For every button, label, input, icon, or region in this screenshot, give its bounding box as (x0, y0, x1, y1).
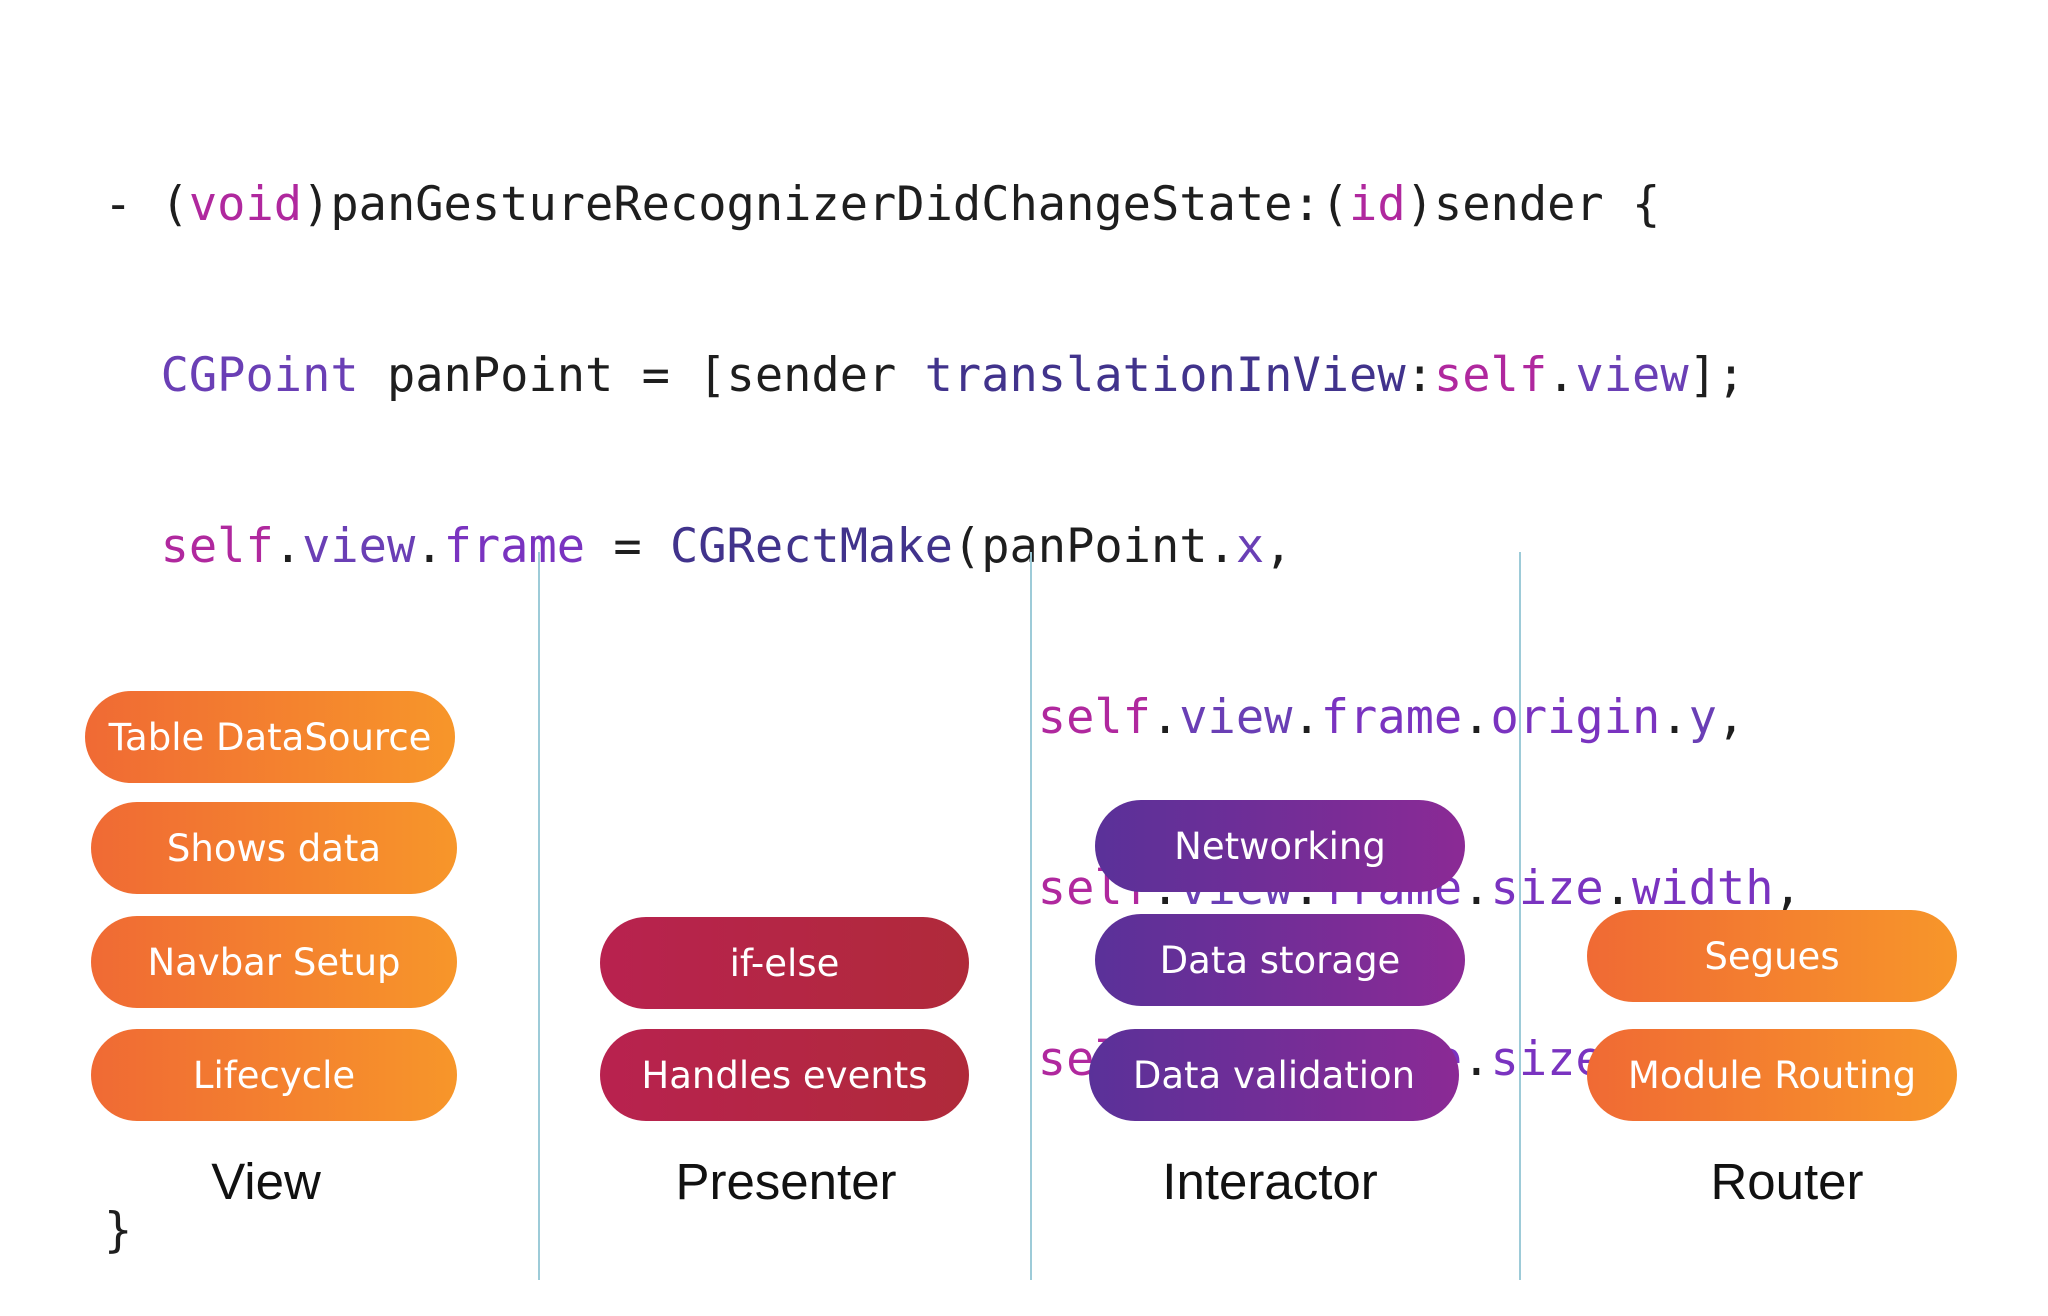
code-line-4: self.view.frame.origin.y, (104, 689, 1858, 746)
column-divider (538, 552, 540, 1280)
code-token-function: CGRectMake (669, 519, 953, 574)
router-item-module-routing: Module Routing (1587, 1029, 1957, 1121)
code-token: . (1462, 690, 1491, 745)
code-line-7: } (104, 1202, 1858, 1259)
code-token-property: view (1575, 348, 1689, 403)
interactor-item-data-storage: Data storage (1095, 914, 1465, 1006)
code-token: , (1716, 690, 1746, 745)
column-divider (1030, 552, 1032, 1280)
code-token: (panPoint. (952, 519, 1236, 574)
code-token-property: view (302, 519, 416, 574)
column-label-router: Router (1710, 1153, 1864, 1210)
code-line-2: CGPoint panPoint = [sender translationIn… (104, 347, 1858, 404)
router-item-segues: Segues (1587, 910, 1957, 1002)
code-token: : (1405, 348, 1434, 403)
code-token: . (1660, 690, 1689, 745)
code-token-property: y (1688, 690, 1717, 745)
code-line-3: self.view.frame = CGRectMake(panPoint.x, (104, 518, 1858, 575)
presenter-item-handles-events: Handles events (600, 1029, 969, 1121)
code-token-property: frame (443, 519, 586, 574)
code-line-5: self.view.frame.size.width, (104, 860, 1858, 917)
column-label-presenter: Presenter (675, 1153, 897, 1210)
code-token: = (585, 519, 670, 574)
code-token-self: self (1037, 690, 1151, 745)
code-token-id: id (1349, 177, 1406, 232)
interactor-item-networking: Networking (1095, 800, 1465, 892)
code-token: . (1547, 348, 1576, 403)
code-token: )sender { (1405, 177, 1661, 232)
interactor-item-data-validation: Data validation (1089, 1029, 1459, 1121)
code-token: . (415, 519, 444, 574)
code-snippet: - (void)panGestureRecognizerDidChangeSta… (104, 62, 1858, 1316)
code-token: . (1603, 861, 1633, 916)
code-token-property: width (1632, 861, 1774, 916)
code-indent (104, 519, 161, 574)
code-token-property: size (1490, 861, 1604, 916)
view-item-navbar-setup: Navbar Setup (91, 916, 457, 1008)
code-token: . (1462, 861, 1491, 916)
column-divider (1519, 552, 1521, 1280)
code-token-method: translationInView (924, 348, 1406, 403)
code-token: panPoint = [sender (358, 348, 925, 403)
presenter-item-if-else: if-else (600, 917, 969, 1009)
code-token: ]; (1688, 348, 1746, 403)
code-token: )panGestureRecognizerDidChangeState:( (302, 177, 1350, 232)
code-token-property: x (1235, 519, 1265, 574)
view-item-lifecycle: Lifecycle (91, 1029, 457, 1121)
code-token-self: self (1433, 348, 1548, 403)
code-indent (104, 348, 161, 403)
code-token-self: self (160, 519, 274, 574)
code-token: . (1292, 690, 1321, 745)
code-token: , (1264, 519, 1293, 574)
code-token-type: CGPoint (160, 348, 359, 403)
code-token-property: frame (1320, 690, 1463, 745)
view-item-shows-data: Shows data (91, 802, 457, 894)
code-line-1: - (void)panGestureRecognizerDidChangeSta… (104, 176, 1858, 233)
code-token-property: size (1490, 1032, 1604, 1087)
code-token-property: view (1179, 690, 1293, 745)
code-token: - ( (104, 177, 189, 232)
code-closing-brace: } (104, 1203, 133, 1258)
code-token: . (1150, 690, 1180, 745)
view-item-table-datasource: Table DataSource (85, 691, 455, 783)
column-label-interactor: Interactor (1162, 1153, 1378, 1210)
code-token: . (273, 519, 303, 574)
column-label-view: View (211, 1153, 321, 1210)
code-token: , (1773, 861, 1802, 916)
code-token-property: origin (1490, 690, 1661, 745)
code-token-void: void (188, 177, 303, 232)
code-token: . (1462, 1032, 1491, 1087)
